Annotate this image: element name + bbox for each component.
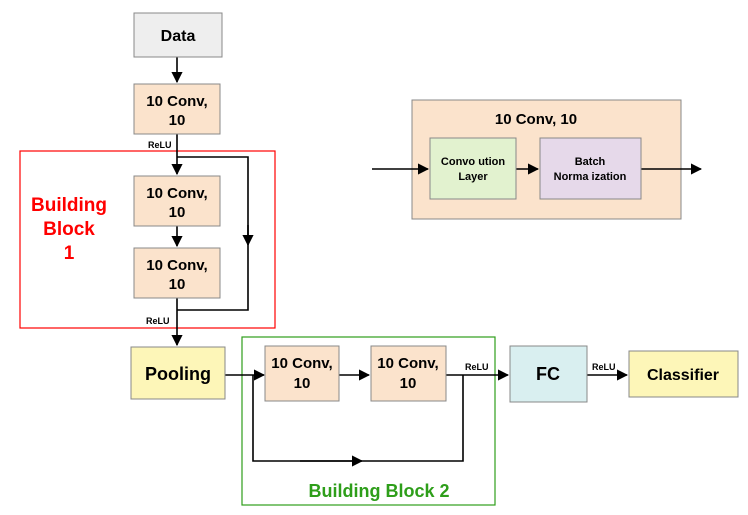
svg-text:10: 10 [400,375,417,392]
conv-node-block2-b: 10 Conv, 10 [370,345,447,402]
svg-text:Pooling: Pooling [145,364,211,384]
relu-label-fc: ReLU [592,362,616,372]
pooling-node: Pooling [130,346,226,400]
svg-text:10 Conv,: 10 Conv, [146,257,207,274]
convolution-layer-node: Convo ution Layer [429,137,517,200]
classifier-node: Classifier [628,350,739,398]
conv-node-block1-b: 10 Conv, 10 [133,247,221,299]
svg-text:Layer: Layer [458,171,488,183]
svg-text:Convo ution: Convo ution [441,156,505,168]
building-block-1-label-line2: Block [43,219,95,240]
building-block-2-border [241,336,496,506]
relu-label-block1: ReLU [146,316,170,326]
svg-text:Classifier: Classifier [647,367,719,384]
data-node: Data [133,12,223,58]
svg-text:10: 10 [294,375,311,392]
building-block-1-label-line1: Building [31,195,107,216]
building-block-1-border [19,150,276,329]
svg-text:10 Conv,: 10 Conv, [377,355,438,372]
batch-normalization-node: Batch Norma ization [539,137,642,200]
svg-text:Norma ization: Norma ization [554,171,627,183]
conv-node-main: 10 Conv, 10 [133,83,221,135]
svg-text:FC: FC [536,364,560,384]
svg-text:10 Conv,: 10 Conv, [146,185,207,202]
relu-label-first: ReLU [148,140,172,150]
conv-node-block1-a: 10 Conv, 10 [133,175,221,227]
svg-text:10 Conv,: 10 Conv, [146,93,207,110]
building-block-2-label: Building Block 2 [308,481,449,501]
conv-detail-title: 10 Conv, 10 [495,111,577,128]
svg-text:Batch: Batch [575,156,606,168]
svg-text:10: 10 [169,276,186,293]
svg-text:Data: Data [161,28,196,45]
svg-text:10: 10 [169,112,186,129]
svg-text:10 Conv,: 10 Conv, [271,355,332,372]
conv-node-block2-a: 10 Conv, 10 [264,345,340,402]
building-block-1-label-line3: 1 [64,243,75,264]
svg-text:10: 10 [169,204,186,221]
relu-label-block2: ReLU [465,362,489,372]
fc-node: FC [509,345,588,403]
